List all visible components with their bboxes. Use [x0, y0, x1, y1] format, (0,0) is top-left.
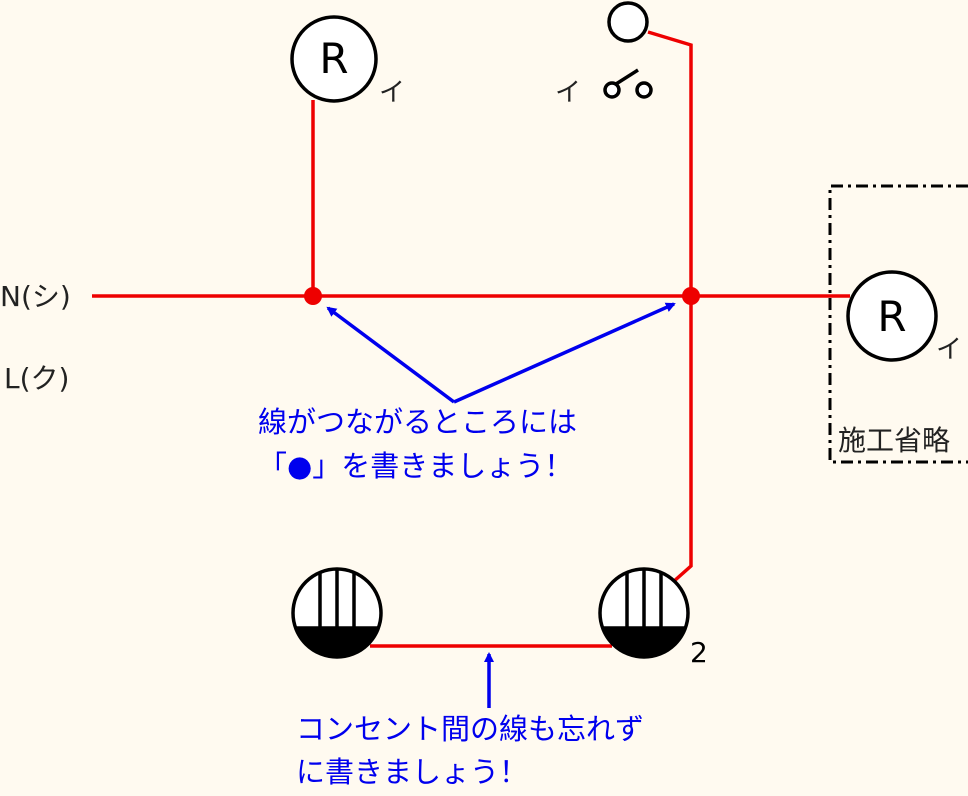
- lamp-top-circle: [290, 15, 378, 103]
- lamp-top-switch-ref: イ: [379, 78, 405, 108]
- switch-terminal-circle: [607, 1, 649, 43]
- lamp-right-circle: [846, 270, 938, 362]
- omitted-area-box: [828, 184, 968, 464]
- junction-dot-right: [682, 287, 700, 305]
- neutral-line-label: N(シ): [0, 280, 71, 313]
- switch-lever: [615, 68, 639, 86]
- junction-note-line1: 線がつながるところには: [258, 405, 577, 439]
- outlet-note-line2: に書きましょう！: [296, 755, 528, 789]
- wiring: [92, 30, 850, 648]
- junction-dot-left: [304, 287, 322, 305]
- outlet-left-ring: [291, 567, 383, 659]
- arrow-to-right-junction: [453, 302, 676, 404]
- outlet-count-label: 2: [690, 636, 708, 669]
- arrow-to-left-junction: [326, 306, 456, 404]
- switch-return-wire: [647, 30, 693, 584]
- lamp-top-letter: R: [319, 34, 348, 83]
- outlet-left: [291, 567, 383, 659]
- live-line-label: L(ク): [4, 362, 69, 395]
- switch: イ: [555, 1, 653, 108]
- lamp-right-switch-ref: イ: [936, 335, 962, 365]
- omitted-area-label: 施工省略: [838, 424, 950, 457]
- annotation-arrows: [326, 302, 676, 708]
- switch-contact-right: [635, 81, 653, 99]
- switch-contact-left: [603, 81, 621, 99]
- outlet-right: 2: [598, 567, 708, 669]
- junction-note-line2: 「●」を書きましょう！: [258, 449, 573, 483]
- lamp-top: R イ: [290, 15, 405, 108]
- outlet-right-ring: [598, 567, 690, 659]
- switch-ref: イ: [555, 78, 581, 108]
- lamp-right-letter: R: [877, 292, 906, 341]
- lamp-right: R イ: [846, 270, 962, 365]
- outlet-note-line1: コンセント間の線も忘れず: [296, 712, 644, 746]
